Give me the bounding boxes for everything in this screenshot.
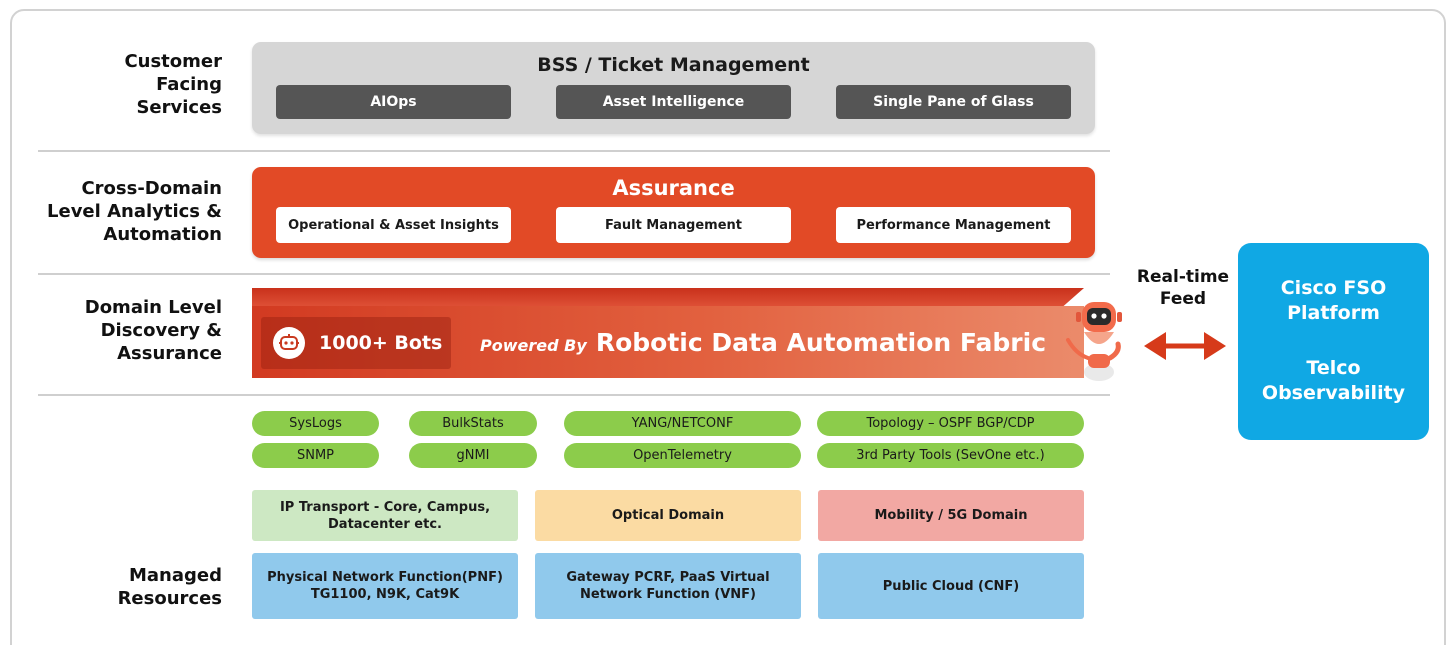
bss-block: BSS / Ticket Management AIOps Asset Inte… [252,42,1095,134]
pnf-resource: Physical Network Function(PNF) TG1100, N… [252,553,518,619]
row-label-customer-facing: Customer Facing Services [40,50,222,119]
fso-text-line: Telco [1306,357,1361,379]
double-arrow-icon [1144,332,1226,360]
row-label-line: Managed [129,565,222,586]
single-pane-pill: Single Pane of Glass [836,85,1071,119]
feed-label-line: Real-time [1136,267,1230,287]
row-label-line: Domain Level [84,297,222,318]
cisco-fso-platform: Cisco FSO Platform Telco Observability [1238,243,1429,440]
fault-management-pill: Fault Management [556,207,791,243]
operational-insights-pill: Operational & Asset Insights [276,207,511,243]
feed-label-line: Feed [1159,289,1207,309]
row-label-cross-domain: Cross-Domain Level Analytics & Automatio… [40,177,222,246]
public-cloud-resource: Public Cloud (CNF) [818,553,1084,619]
powered-by-text: Powered By [480,336,587,355]
row-label-domain-level: Domain Level Discovery & Assurance [40,296,222,365]
row-label-line: Customer [124,51,222,72]
row-label-line: Level Analytics & [47,201,222,222]
syslogs-pill: SysLogs [252,411,379,436]
fso-text-line: Observability [1261,382,1406,404]
row-divider [38,150,1110,152]
row-label-line: Cross-Domain [81,178,222,199]
topology-pill: Topology – OSPF BGP/CDP [817,411,1084,436]
bots-badge: 1000+ Bots [261,317,451,369]
performance-management-pill: Performance Management [836,207,1071,243]
third-party-tools-pill: 3rd Party Tools (SevOne etc.) [817,443,1084,468]
row-divider [38,273,1110,275]
gnmi-pill: gNMI [409,443,537,468]
row-label-line: Services [136,97,222,118]
snmp-pill: SNMP [252,443,379,468]
fso-text-line: Cisco FSO [1280,277,1387,299]
opentelemetry-pill: OpenTelemetry [564,443,801,468]
realtime-feed-label: Real-time Feed [1120,266,1246,310]
robot-face-icon [273,327,305,359]
row-label-line: Resources [117,588,222,609]
fso-platform-title: Cisco FSO Platform [1238,276,1429,326]
rdaf-title: Powered By Robotic Data Automation Fabri… [480,328,1046,357]
asset-intelligence-pill: Asset Intelligence [556,85,791,119]
fso-text-line: Platform [1287,302,1380,324]
yang-netconf-pill: YANG/NETCONF [564,411,801,436]
row-label-managed-resources: Managed Resources [40,564,222,610]
optical-domain: Optical Domain [535,490,801,541]
assurance-block: Assurance Operational & Asset Insights F… [252,167,1095,258]
bss-title: BSS / Ticket Management [537,54,810,76]
rdaf-band: 1000+ Bots Powered By Robotic Data Autom… [252,306,1084,378]
aiops-pill: AIOps [276,85,511,119]
row-label-line: Facing [156,74,222,95]
assurance-title: Assurance [612,176,735,200]
rdaf-band-top [252,288,1084,310]
bulkstats-pill: BulkStats [409,411,537,436]
telco-observability-title: Telco Observability [1238,356,1429,406]
mobility-5g-domain: Mobility / 5G Domain [818,490,1084,541]
row-label-line: Automation [103,224,222,245]
rdaf-name: Robotic Data Automation Fabric [595,328,1047,357]
row-label-line: Assurance [117,343,222,364]
bots-count: 1000+ Bots [319,332,443,354]
ip-transport-domain: IP Transport - Core, Campus, Datacenter … [252,490,518,541]
robot-mascot-icon [1066,302,1122,381]
row-divider [38,394,1110,396]
vnf-resource: Gateway PCRF, PaaS Virtual Network Funct… [535,553,801,619]
row-label-line: Discovery & [100,320,222,341]
